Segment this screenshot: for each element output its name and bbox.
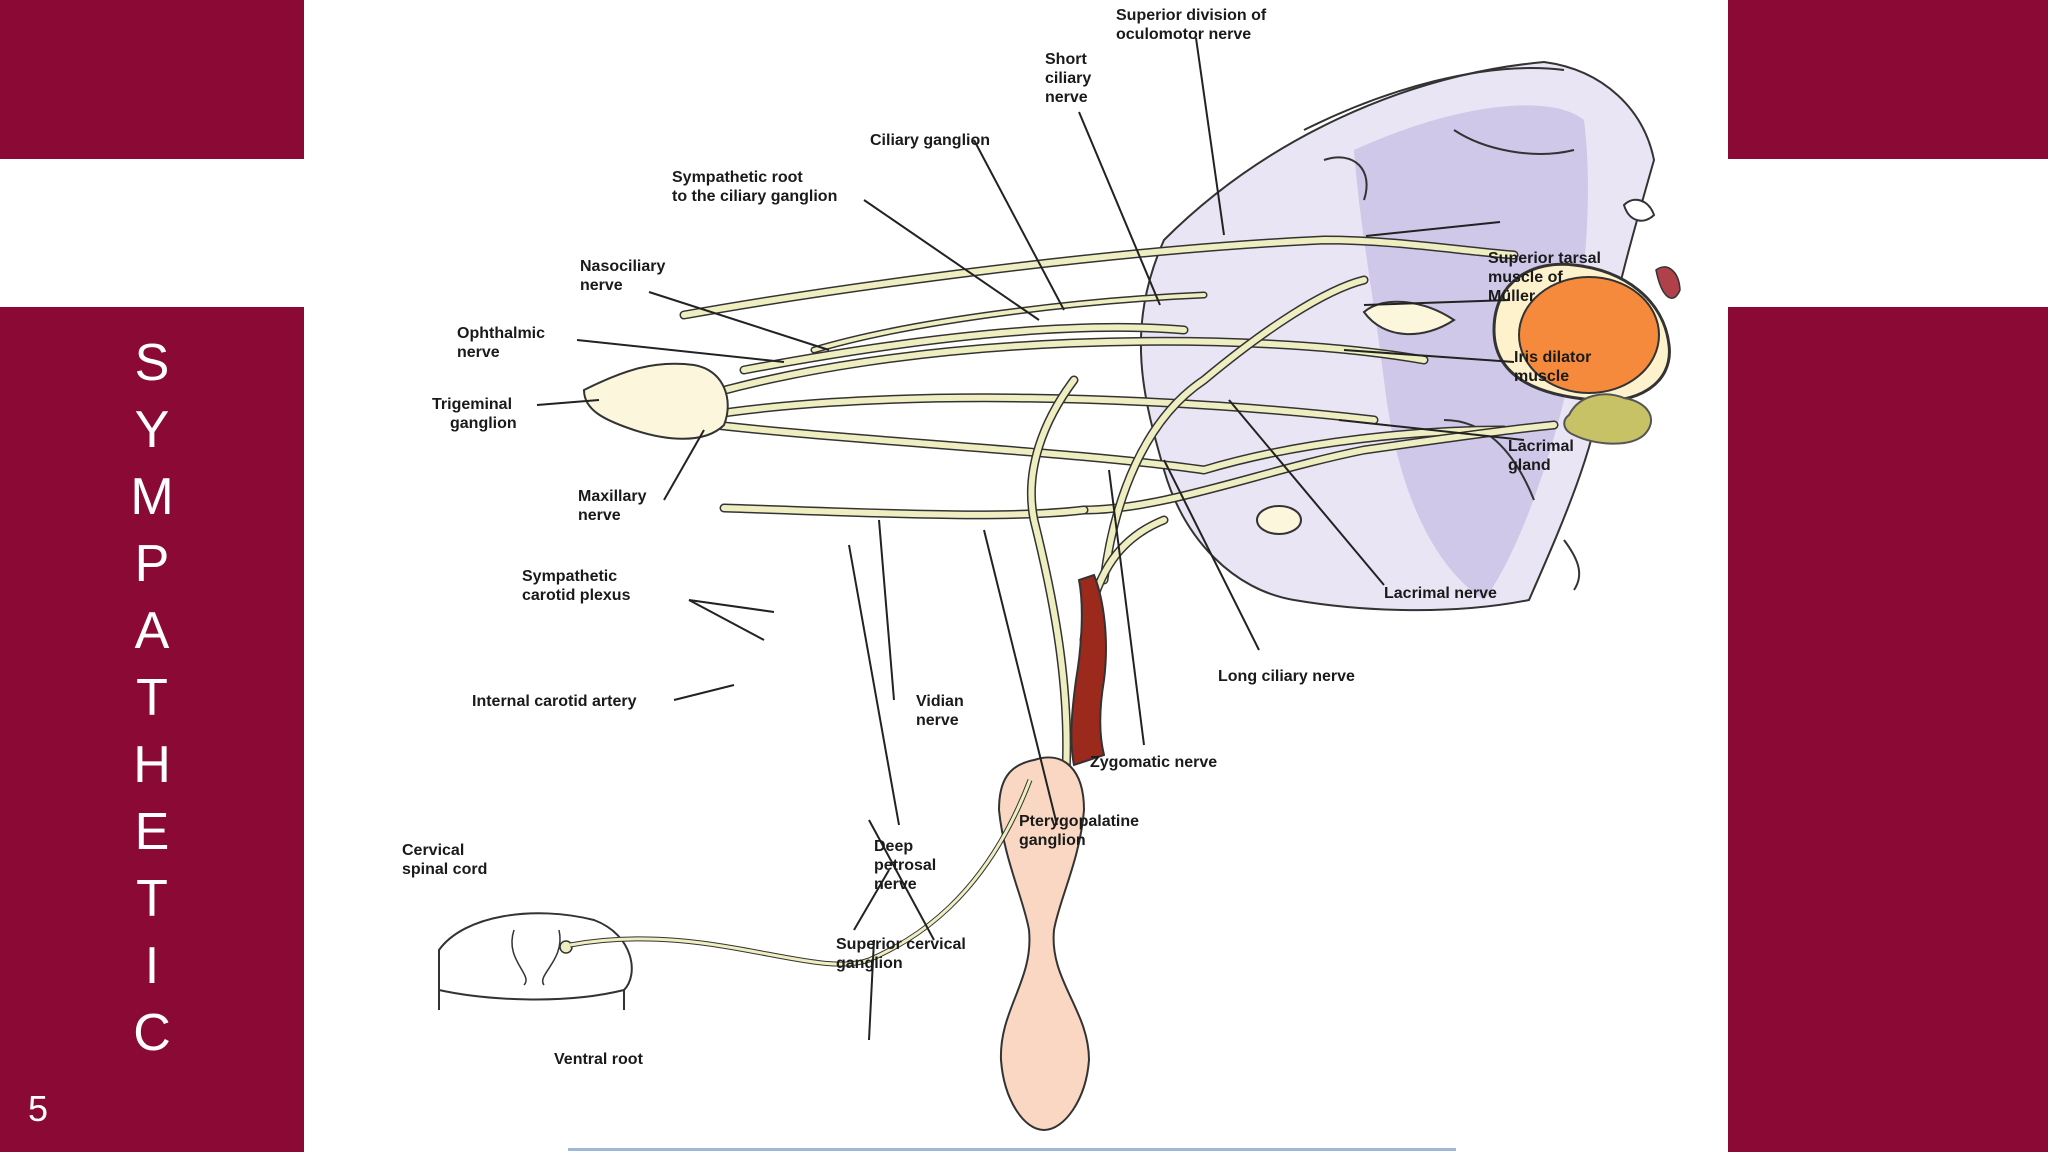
brow-line [1303,67,1565,131]
right-sidebar-band [1728,307,2048,1152]
title-letter: M [130,468,174,526]
lacrimal-gland [1563,393,1653,445]
slide-number: 5 [28,1088,49,1129]
label-zygomatic-nerve: Zygomatic nerve [1090,754,1217,771]
title-letter: Y [134,401,170,459]
title-letter: E [134,803,170,861]
vertical-title: S Y M P A T H E T I C [0,330,304,1070]
ciliary-ganglion [1362,300,1456,336]
label-ciliary-ganglion: Ciliary ganglion [870,132,990,149]
label-internal-carotid-artery: Internal carotid artery [472,693,637,710]
nerve-fibers [649,235,1559,805]
superior-cervical-ganglion [997,756,1091,1132]
pterygopalatine-ganglion [1256,505,1302,535]
spinal-cord-cross-section [438,779,1033,1010]
top-left-band [0,0,304,159]
bone-contour [1323,156,1368,201]
label-lacrimal-nerve: Lacrimal nerve [1384,585,1497,602]
superior-tarsal-muscle [1655,266,1681,299]
eyeball [1492,262,1671,403]
label-ventral-root: Ventral root [554,1051,644,1068]
bone-contour [1453,129,1575,155]
label-long-ciliary-nerve: Long ciliary nerve [1218,668,1355,685]
internal-carotid-artery [1070,573,1107,767]
title-letter: C [133,1004,171,1062]
left-sidebar-band [0,307,304,1152]
title-letter: I [144,937,160,995]
title-letter: A [134,602,170,660]
trigeminal-ganglion [582,362,729,440]
title-letter: S [134,334,170,392]
bottom-rule [568,1148,1456,1151]
title-letter: P [134,535,170,593]
leader-lines [536,37,1525,1041]
top-right-band [1728,0,2048,159]
title-letter: T [136,870,168,928]
eyelid-outline [1622,198,1656,222]
title-letter: H [133,736,171,794]
title-letter: T [136,669,168,727]
bone-contour [1563,539,1581,591]
orbit-shade [1354,105,1588,600]
bone-contour [1443,419,1535,501]
